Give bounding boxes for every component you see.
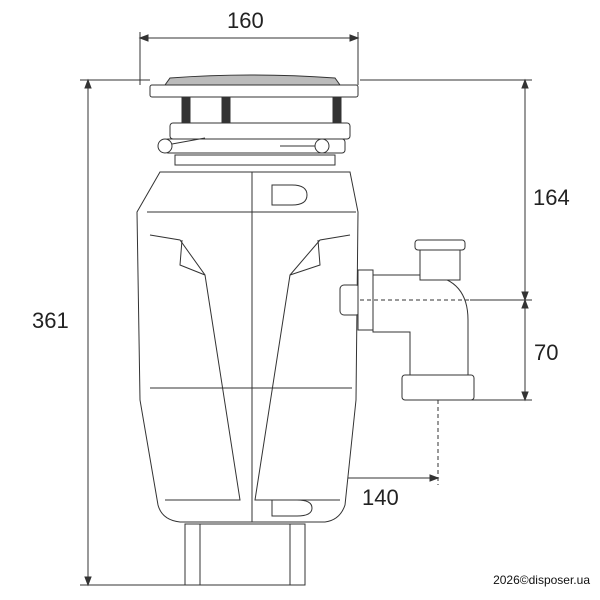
dim-label-outlet-drop: 70 <box>534 340 559 365</box>
dim-label-width: 160 <box>227 8 264 33</box>
sink-flange <box>149 74 359 98</box>
disposer-body <box>136 171 359 523</box>
drain-elbow <box>339 239 475 401</box>
mounting-ring <box>157 122 351 166</box>
dim-label-outlet-height: 164 <box>533 185 570 210</box>
dim-label-height: 361 <box>32 308 69 333</box>
dim-164-70 <box>360 78 532 402</box>
dim-label-outlet-offset: 140 <box>362 485 399 510</box>
dim-361 <box>80 78 190 587</box>
watermark: 2026©disposer.ua <box>493 573 590 587</box>
bottom-outlet <box>184 523 306 586</box>
mounting-screws <box>181 96 342 124</box>
dim-160 <box>138 32 360 85</box>
